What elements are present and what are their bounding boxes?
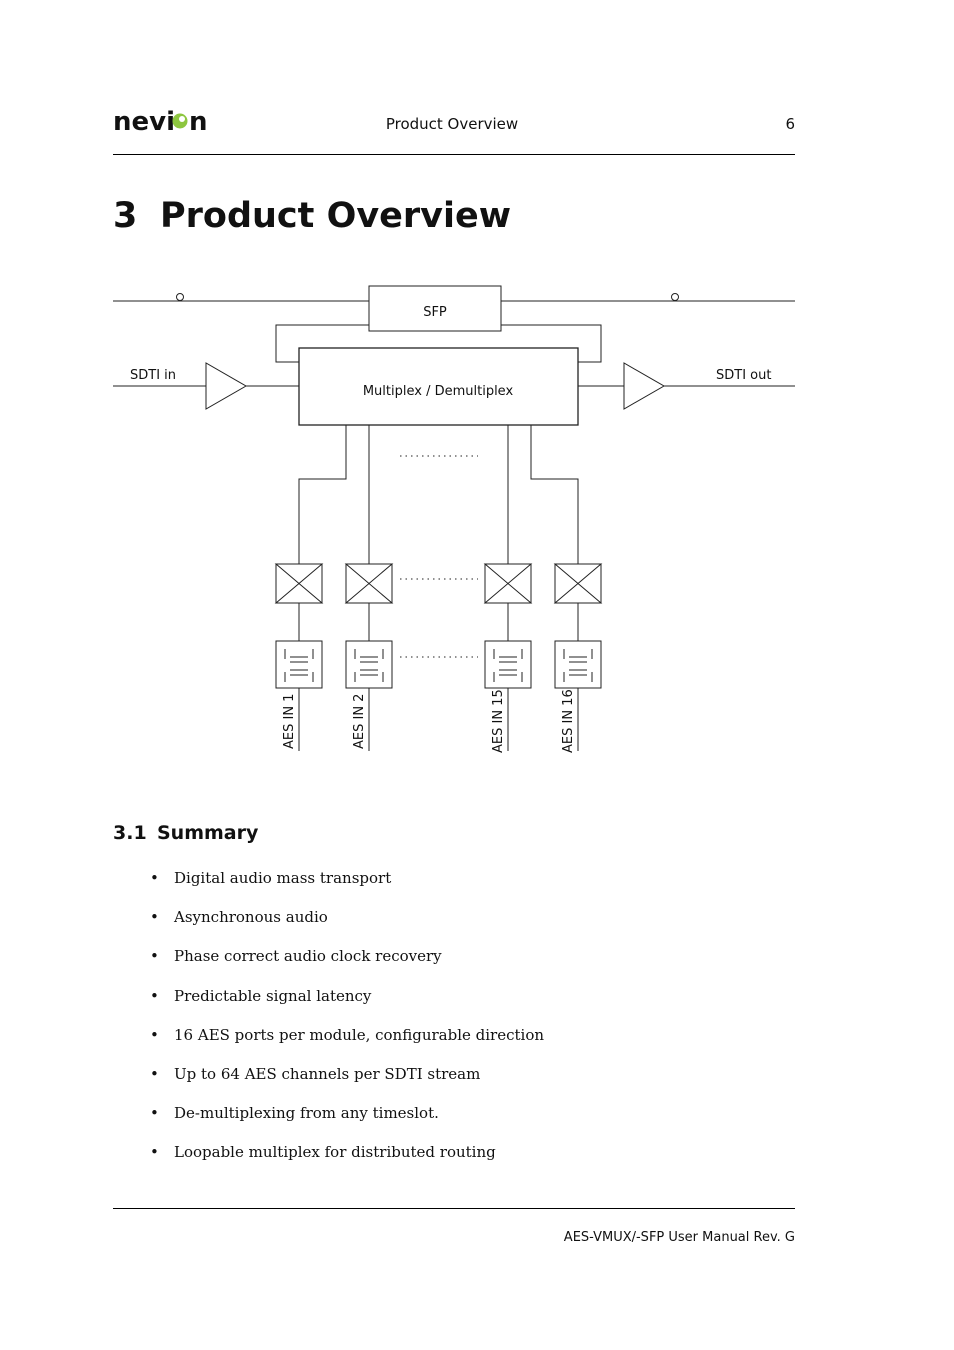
header-rule [113,154,795,155]
sfp-box [368,285,502,332]
page-number: 6 [785,115,795,133]
sdti-out-label: SDTI out [716,368,771,383]
chapter-heading: 3 Product Overview [113,196,511,236]
port-label: AES IN 16 [561,689,576,753]
running-header-title: Product Overview [385,115,519,133]
nevion-logo: nevi n [113,107,208,134]
section-number: 3.1 [113,822,147,844]
direction-switch-icon [483,563,533,604]
sdti-in-label: SDTI in [130,368,176,383]
block-diagram: SFP Multiplex / Demultiplex SDTI in SDTI… [113,285,795,753]
direction-switch-icon [553,563,603,604]
list-item: •16 AES ports per module, configurable d… [150,1025,545,1044]
footer-text: AES-VMUX/-SFP User Manual Rev. G [563,1230,795,1245]
transformer-icon [554,640,602,689]
loop-connector-right-icon [671,293,679,301]
footer-rule [113,1208,795,1209]
logo-text: nevi [113,107,175,134]
list-item: •Loopable multiplex for distributed rout… [150,1143,496,1162]
section-title: Summary [157,822,259,844]
direction-switch-icon [274,563,324,604]
transformer-icon [275,640,323,689]
list-item: •De-multiplexing from any timeslot. [150,1104,439,1123]
output-amplifier-icon [623,362,666,410]
list-item: •Phase correct audio clock recovery [150,947,442,966]
direction-switch-icon [344,563,394,604]
svg-text:n: n [189,107,208,134]
chapter-title: Product Overview [160,196,512,236]
mux-label: Multiplex / Demultiplex [363,384,514,399]
transformer-icon [345,640,393,689]
transformer-icon [484,640,532,689]
section-heading: 3.1 Summary [113,822,258,844]
port-label: AES IN 1 [282,694,297,749]
list-item: •Digital audio mass transport [150,869,392,887]
sfp-label: SFP [423,305,447,320]
summary-list: •Digital audio mass transport •Asynchron… [148,867,544,1181]
loop-connector-left-icon [176,293,184,301]
list-item: •Predictable signal latency [150,986,372,1005]
input-amplifier-icon [205,362,248,410]
port-label: AES IN 15 [491,689,506,753]
list-item: •Up to 64 AES channels per SDTI stream [150,1064,481,1083]
chapter-number: 3 [113,196,138,236]
list-item: •Asynchronous audio [150,908,328,927]
port-label: AES IN 2 [352,694,367,749]
